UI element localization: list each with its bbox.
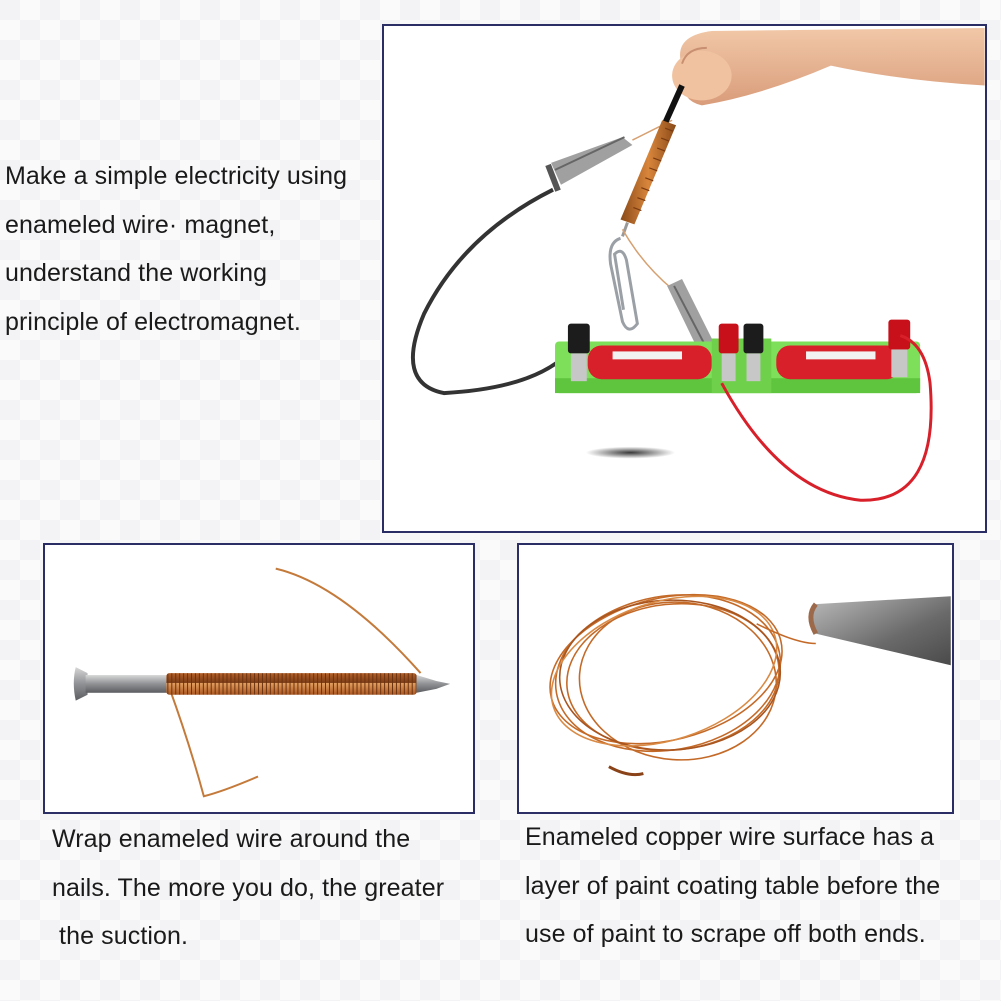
scrape-caption-line-2: layer of paint coating table before the	[525, 871, 941, 900]
nail-illustration	[73, 567, 451, 798]
scrape-caption: Enameled copper wire surface has a layer…	[525, 813, 940, 959]
copper-wire-loops	[549, 593, 783, 761]
intro-caption-line-2: enameled wire· magnet,	[5, 210, 276, 239]
intro-caption-line-1: Make a simple electricity using	[5, 162, 348, 190]
battery-holder	[555, 319, 921, 394]
hand	[672, 27, 985, 106]
wire-coil	[166, 673, 417, 695]
electromagnet-demo-photo	[382, 24, 987, 533]
electromagnet-illustration	[410, 27, 985, 502]
scraper-blade	[809, 596, 951, 666]
wire-coil-illustration	[549, 593, 951, 777]
scrape-caption-line-3: use of paint to scrape off both ends.	[525, 920, 926, 948]
wrap-caption-line-3: the suction.	[52, 922, 189, 950]
intro-caption-line-4: principle of electromagnet.	[5, 307, 301, 336]
scrape-caption-line-1: Enameled copper wire surface has a	[525, 823, 935, 851]
black-alligator-clip	[545, 136, 633, 192]
wrap-caption-line-1: Wrap enameled wire around the	[52, 825, 411, 853]
wrap-caption: Wrap enameled wire around the nails. The…	[52, 815, 444, 961]
intro-caption-line-3: understand the working	[5, 259, 268, 287]
black-wire	[410, 187, 570, 396]
nail-shank	[85, 675, 170, 693]
enameled-wire-coil-photo	[517, 543, 954, 814]
paper-clip	[608, 236, 639, 331]
coiled-nail	[620, 120, 677, 237]
red-wire	[720, 334, 933, 502]
wrap-caption-line-2: nails. The more you do, the greater	[52, 873, 445, 902]
nail-head	[73, 667, 88, 701]
wrapped-nail-photo	[43, 543, 475, 814]
nail-tip	[416, 675, 451, 693]
intro-caption: Make a simple electricity using enameled…	[5, 152, 347, 346]
